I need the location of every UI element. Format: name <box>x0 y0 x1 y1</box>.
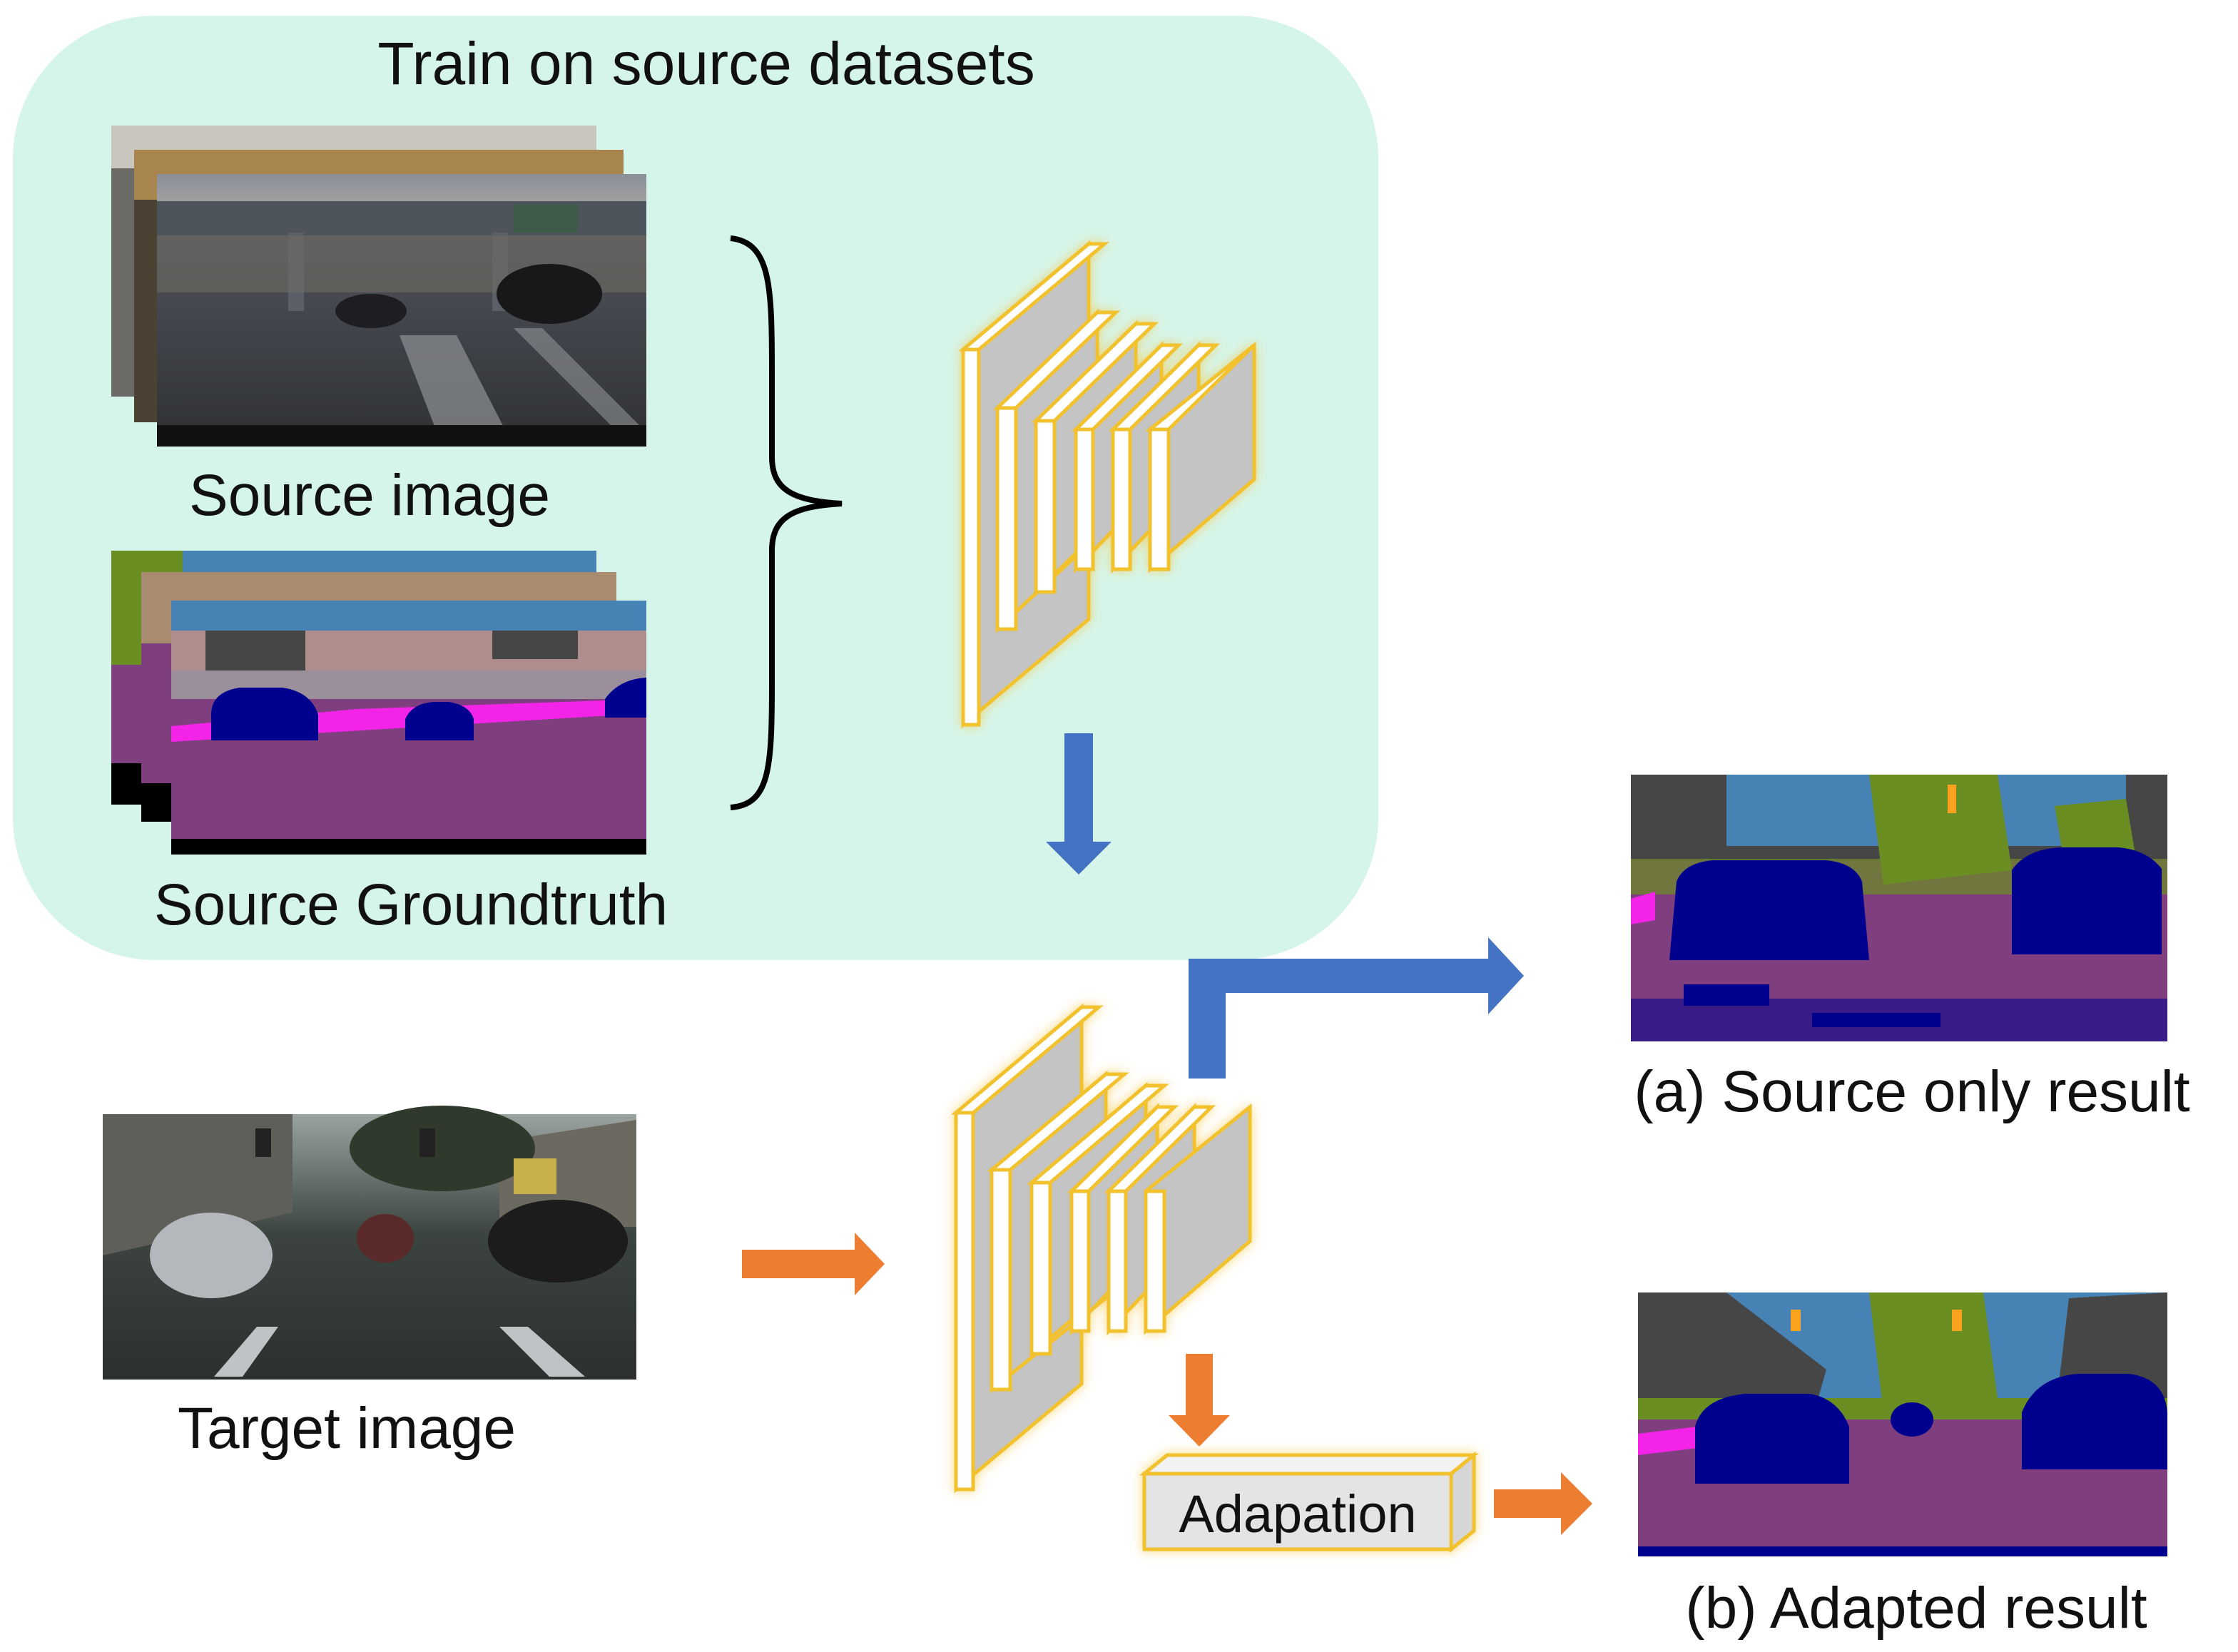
adaptation-block <box>1139 1451 1480 1554</box>
target-image-label: Target image <box>178 1396 516 1461</box>
target-image <box>103 1106 636 1380</box>
to-adaptation-arrow <box>1169 1354 1230 1447</box>
panel-title: Train on source datasets <box>377 30 1034 97</box>
target-network <box>951 1003 1252 1494</box>
target-input-arrow <box>742 1233 885 1295</box>
weights-transfer-arrow <box>1046 733 1112 875</box>
source-image-label: Source image <box>189 463 550 528</box>
source-network <box>958 240 1256 729</box>
source-groundtruth-stack <box>111 551 646 855</box>
adapted-output-arrow <box>1494 1472 1592 1535</box>
source-only-result <box>1631 775 2167 1041</box>
result-b-label: (b) Adapted result <box>1685 1576 2147 1641</box>
adapted-result <box>1638 1292 2167 1556</box>
curly-brace <box>730 235 843 810</box>
result-a-label: (a) Source only result <box>1634 1059 2190 1124</box>
source-groundtruth-label: Source Groundtruth <box>154 872 668 937</box>
source-image-stack <box>111 126 646 447</box>
adaptation-label: Adapation <box>1179 1484 1416 1544</box>
source-only-arrow <box>1189 937 1524 1079</box>
